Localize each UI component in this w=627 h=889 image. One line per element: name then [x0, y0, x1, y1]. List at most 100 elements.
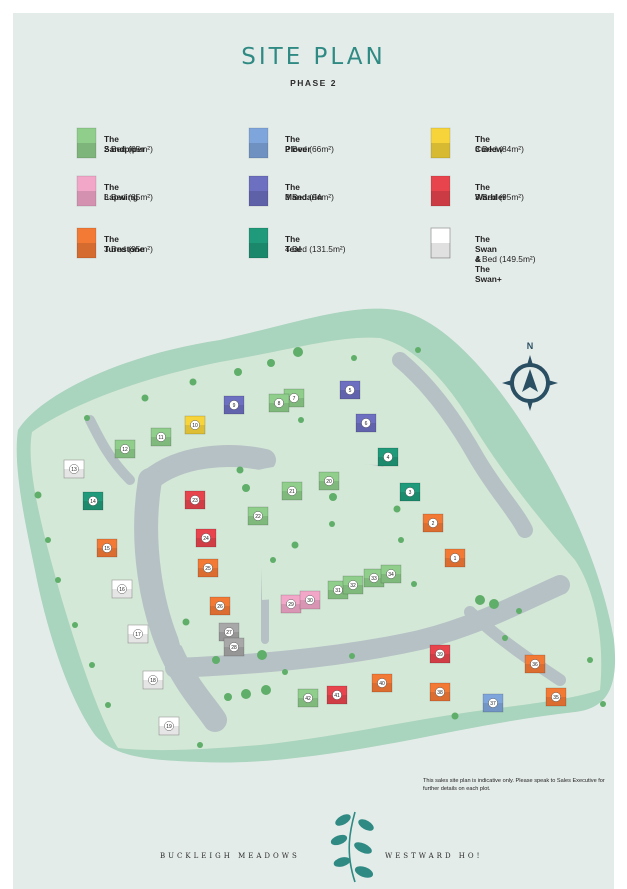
plot-28[interactable]: 28	[223, 637, 245, 657]
plot-number-badge	[287, 486, 297, 496]
plot-25[interactable]: 25	[197, 558, 219, 578]
plot-number: 11	[158, 435, 163, 441]
plot-number-badge	[333, 585, 343, 595]
tree-icon	[349, 653, 355, 659]
compass-arrow-icon	[522, 369, 538, 392]
tree-icon	[600, 701, 606, 707]
plot-1[interactable]: 1	[444, 548, 466, 568]
plot-2[interactable]: 2	[422, 513, 444, 533]
plot-40[interactable]: 40	[371, 673, 393, 693]
legend-swatch-icon	[76, 127, 97, 159]
legend-swatch-icon	[430, 175, 451, 207]
plot-35[interactable]: 35	[545, 687, 567, 707]
plot-number: 8	[278, 401, 281, 407]
tree-icon	[45, 537, 51, 543]
plot-6[interactable]: 6	[355, 413, 377, 433]
plot-22[interactable]: 22	[247, 506, 269, 526]
plot-32[interactable]: 32	[342, 575, 364, 595]
tree-icon	[451, 712, 459, 720]
legend-house-spec: 3 Bed (84m²)	[475, 144, 524, 154]
legend-house-name: The Lapwing	[104, 182, 138, 202]
tree-icon	[587, 657, 593, 663]
plot-number-badge	[102, 543, 112, 553]
legend-house-name: The Swan & The Swan+	[475, 234, 502, 284]
plot-37[interactable]: 37	[482, 693, 504, 713]
plot-number-badge	[405, 487, 415, 497]
plot-number-badge	[377, 678, 387, 688]
plot-10[interactable]: 10	[184, 415, 206, 435]
plot-number-badge	[303, 693, 313, 703]
plot-number-badge	[286, 599, 296, 609]
plot-30[interactable]: 30	[299, 590, 321, 610]
plot-number-badge	[120, 444, 130, 454]
plot-number: 25	[205, 566, 211, 572]
tree-icon	[257, 650, 267, 660]
plot-number: 32	[350, 583, 356, 589]
plot-23[interactable]: 23	[184, 490, 206, 510]
plot-18[interactable]: 18	[142, 670, 164, 690]
plot-36[interactable]: 36	[524, 654, 546, 674]
plot-13[interactable]: 13	[63, 459, 85, 479]
legend-house-name: The Sandpiper	[104, 134, 145, 154]
plot-number: 3	[409, 490, 412, 496]
plot-number: 38	[437, 690, 443, 696]
plot-14[interactable]: 14	[82, 491, 104, 511]
plot-11[interactable]: 11	[150, 427, 172, 447]
legend-swatch-icon	[248, 175, 269, 207]
plot-38[interactable]: 38	[429, 682, 451, 702]
plot-number-badge	[530, 659, 540, 669]
tree-icon	[270, 557, 276, 563]
plot-number: 14	[90, 499, 96, 505]
plot-number: 28	[231, 645, 237, 651]
plot-number-badge	[551, 692, 561, 702]
tree-icon	[241, 689, 251, 699]
plot-27[interactable]: 27	[218, 622, 240, 642]
compass-point-s	[527, 401, 533, 411]
plot-33[interactable]: 33	[363, 568, 385, 588]
plot-number: 10	[192, 423, 198, 429]
footer-location: WESTWARD HO!	[385, 852, 483, 860]
tree-icon	[224, 693, 232, 701]
plot-number: 24	[203, 536, 209, 542]
tree-icon	[502, 635, 508, 641]
plot-number-badge	[229, 400, 239, 410]
plot-16[interactable]: 16	[111, 579, 133, 599]
tree-icon	[182, 618, 190, 626]
plot-15[interactable]: 15	[96, 538, 118, 558]
plot-34[interactable]: 34	[380, 564, 402, 584]
plot-12[interactable]: 12	[114, 439, 136, 459]
plot-39[interactable]: 39	[429, 644, 451, 664]
plot-number: 22	[255, 514, 261, 520]
plot-number: 17	[135, 632, 141, 638]
tree-icon	[34, 491, 42, 499]
plot-number-badge	[369, 573, 379, 583]
plot-24[interactable]: 24	[195, 528, 217, 548]
plot-21[interactable]: 21	[281, 481, 303, 501]
plot-20[interactable]: 20	[318, 471, 340, 491]
plot-3[interactable]: 3	[399, 482, 421, 502]
plot-26[interactable]: 26	[209, 596, 231, 616]
plot-29[interactable]: 29	[280, 594, 302, 614]
plot-number-badge	[148, 675, 158, 685]
plot-9[interactable]: 9	[223, 395, 245, 415]
legend-house-spec: 2 Bed (65m²)	[104, 144, 153, 154]
plot-41[interactable]: 41	[326, 685, 348, 705]
plot-number: 15	[104, 546, 110, 552]
plot-number: 1	[454, 556, 457, 562]
legend-house-name: The Warbler	[475, 182, 506, 202]
plot-42[interactable]: 42	[297, 688, 319, 708]
plot-number: 27	[226, 630, 232, 636]
tree-icon	[236, 466, 244, 474]
compass-point-n	[527, 355, 533, 365]
plot-5[interactable]: 5	[339, 380, 361, 400]
plot-17[interactable]: 17	[127, 624, 149, 644]
plot-number-badge	[190, 495, 200, 505]
plot-8[interactable]: 8	[268, 393, 290, 413]
plot-19[interactable]: 19	[158, 716, 180, 736]
tree-icon	[291, 541, 299, 549]
plot-number-badge	[133, 629, 143, 639]
plot-4[interactable]: 4	[377, 447, 399, 467]
plot-number-badge	[229, 642, 239, 652]
plot-number: 21	[289, 489, 295, 495]
tree-icon	[261, 685, 271, 695]
